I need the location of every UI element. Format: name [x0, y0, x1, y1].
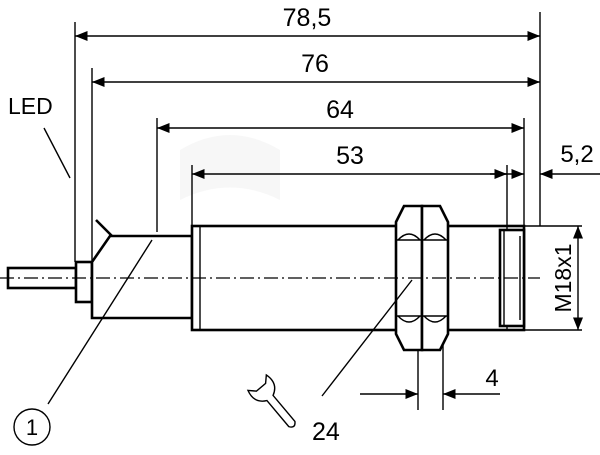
callout-number: 1: [26, 415, 38, 440]
dimension-overall-label: 78,5: [283, 4, 332, 32]
wrench-icon: [246, 373, 296, 428]
background-watermark: [180, 135, 280, 200]
dimension-64-label: 64: [326, 96, 354, 124]
dimension-end-label: 5,2: [560, 141, 593, 168]
sensor-body: [0, 204, 540, 352]
led-label: LED: [8, 93, 53, 119]
dimension-76-label: 76: [301, 50, 329, 78]
dimension-labels: LED 78,5 76 64 53 5,2 M18x1 4 24 1: [8, 4, 594, 446]
dimension-53-label: 53: [336, 142, 364, 170]
callout-circle: [13, 408, 51, 446]
dimension-lines: [75, 30, 600, 400]
wrench-size-label: 24: [312, 418, 340, 446]
thread-label: M18x1: [550, 243, 576, 312]
leader-lines: [43, 127, 413, 405]
dimension-nut-label: 4: [485, 365, 498, 392]
extension-lines: [74, 12, 541, 410]
